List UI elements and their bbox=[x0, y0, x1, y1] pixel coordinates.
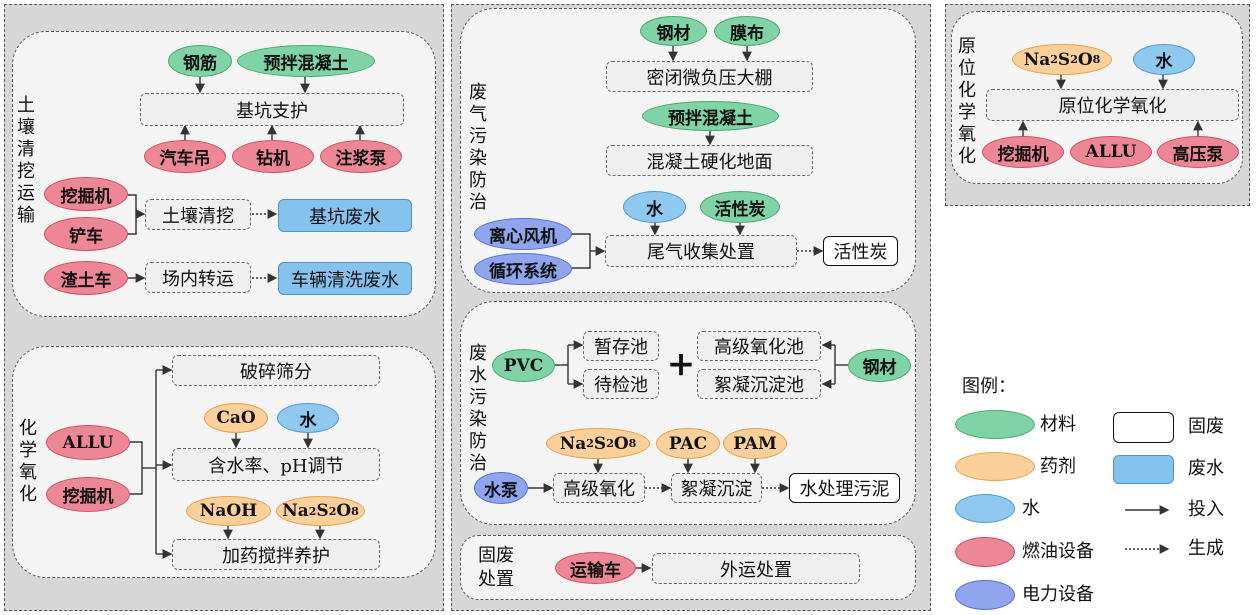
inspection-pool-box: 待检池 bbox=[583, 369, 659, 399]
formula-sub: 2 bbox=[308, 504, 317, 518]
flocculation-pool-box: 絮凝沉淀池 bbox=[697, 369, 821, 399]
formula-na: Na bbox=[282, 501, 309, 521]
formula-sub: 2 bbox=[1070, 53, 1078, 66]
equip-transport-truck: 运输车 bbox=[555, 552, 636, 584]
reagent-pam: PAM bbox=[723, 428, 787, 459]
equip-high-pressure-pump: 高压泵 bbox=[1157, 136, 1239, 168]
material-pvc: PVC bbox=[492, 349, 555, 382]
formula-s: S bbox=[316, 501, 329, 521]
legend-title: 图例： bbox=[962, 376, 1016, 397]
equip-loader: 铲车 bbox=[44, 217, 128, 251]
pit-wastewater-box: 基坑废水 bbox=[278, 199, 412, 232]
equip-excavator: 挖掘机 bbox=[44, 177, 128, 211]
water-pill-insitu: 水 bbox=[1133, 44, 1195, 75]
legend-reagent-label: 药剂 bbox=[1040, 456, 1076, 477]
wastewater-title: 废水污染防治 bbox=[469, 343, 487, 474]
formula-na: Na bbox=[559, 433, 587, 454]
negative-pressure-shed-box: 密闭微负压大棚 bbox=[606, 61, 813, 92]
formula-sub: 2 bbox=[328, 504, 337, 518]
legend-water-label: 水 bbox=[1022, 498, 1040, 519]
solid-title: 固废处置 bbox=[478, 544, 518, 592]
formula-sub: 8 bbox=[628, 437, 637, 450]
chem-title: 化学氧化 bbox=[19, 418, 37, 505]
legend-material-swatch bbox=[955, 410, 1035, 439]
offsite-disposal-box: 外运处置 bbox=[652, 553, 860, 584]
reagent-pac: PAC bbox=[656, 428, 720, 459]
temp-storage-pool-box: 暂存池 bbox=[583, 331, 659, 361]
moisture-ph-box: 含水率、pH调节 bbox=[172, 448, 380, 481]
material-steel: 钢材 bbox=[640, 16, 707, 46]
equip-drill: 钻机 bbox=[232, 140, 314, 173]
legend-solid-label: 固废 bbox=[1188, 416, 1224, 437]
legend-electric-label: 电力设备 bbox=[1022, 584, 1094, 605]
pit-support-box: 基坑支护 bbox=[140, 93, 404, 126]
equip-centrifugal-fan: 离心风机 bbox=[474, 218, 572, 250]
equip-water-pump: 水泵 bbox=[474, 472, 528, 504]
material-steel-2: 钢材 bbox=[848, 349, 911, 382]
formula-o: O bbox=[1077, 49, 1093, 70]
solid-title-text: 固废处置 bbox=[478, 545, 514, 590]
legend-solid-swatch bbox=[1113, 412, 1174, 443]
legend-electric-swatch bbox=[955, 580, 1015, 610]
legend-generate-label: 生成 bbox=[1188, 538, 1224, 559]
formula-s: S bbox=[593, 433, 607, 454]
formula-sub: 8 bbox=[1092, 53, 1101, 66]
advanced-oxidation-box: 高级氧化 bbox=[553, 473, 645, 503]
sludge-box: 水处理污泥 bbox=[789, 473, 900, 503]
crush-screen-box: 破碎筛分 bbox=[172, 355, 380, 386]
soil-title: 土壤清挖运输 bbox=[17, 95, 35, 226]
dosing-curing-box: 加药搅拌养护 bbox=[172, 539, 380, 570]
plus-sign: + bbox=[666, 344, 696, 384]
insitu-oxidation-box: 原位化学氧化 bbox=[986, 89, 1239, 121]
formula-o: O bbox=[336, 501, 352, 521]
gas-title: 废气污染防治 bbox=[469, 82, 487, 213]
material-membrane: 膜布 bbox=[714, 16, 780, 46]
legend-water-swatch bbox=[955, 494, 1015, 523]
exhaust-treatment-box: 尾气收集处置 bbox=[605, 235, 797, 267]
material-activated-carbon: 活性炭 bbox=[700, 191, 780, 223]
soil-excavation-box: 土壤清挖 bbox=[145, 199, 251, 230]
legend-fuel-swatch bbox=[955, 537, 1015, 567]
advanced-oxidation-pool-box: 高级氧化池 bbox=[697, 331, 821, 361]
formula-o: O bbox=[613, 433, 629, 454]
spent-carbon-box: 活性炭 bbox=[823, 236, 898, 266]
legend-material-label: 材料 bbox=[1040, 414, 1076, 435]
reagent-naoh: NaOH bbox=[186, 496, 271, 526]
equip-truck-crane: 汽车吊 bbox=[144, 140, 226, 173]
formula-na: Na bbox=[1023, 49, 1051, 70]
material-premix-concrete-2: 预拌混凝土 bbox=[642, 101, 779, 131]
insitu-title: 原位化学氧化 bbox=[958, 36, 976, 167]
formula-s: S bbox=[1057, 49, 1071, 70]
legend-wastewater-swatch bbox=[1113, 455, 1174, 484]
formula-sub: 2 bbox=[1050, 53, 1058, 66]
material-steel-bar: 钢筋 bbox=[168, 45, 232, 77]
legend-fuel-label: 燃油设备 bbox=[1022, 541, 1094, 562]
flocculation-box: 絮凝沉淀 bbox=[671, 473, 762, 503]
legend-input-label: 投入 bbox=[1188, 499, 1224, 520]
equip-allu: ALLU bbox=[46, 425, 130, 460]
vehicle-wash-wastewater-box: 车辆清洗废水 bbox=[278, 262, 412, 295]
equip-excavator-3: 挖掘机 bbox=[982, 136, 1064, 168]
legend-wastewater-label: 废水 bbox=[1188, 458, 1224, 479]
hardened-ground-box: 混凝土硬化地面 bbox=[606, 145, 813, 176]
legend-reagent-swatch bbox=[955, 452, 1035, 481]
water-pill-chem: 水 bbox=[277, 403, 339, 433]
reagent-cao: CaO bbox=[204, 403, 268, 433]
formula-sub: 2 bbox=[606, 437, 614, 450]
formula-sub: 2 bbox=[586, 437, 594, 450]
formula-sub: 8 bbox=[351, 504, 359, 518]
water-pill-gas: 水 bbox=[623, 191, 686, 223]
material-premix-concrete: 预拌混凝土 bbox=[237, 45, 375, 77]
equip-excavator-2: 挖掘机 bbox=[46, 477, 130, 512]
equip-dump-truck: 渣土车 bbox=[44, 261, 128, 295]
onsite-transfer-box: 场内转运 bbox=[145, 262, 251, 293]
equip-allu-2: ALLU bbox=[1070, 136, 1152, 168]
equip-grout-pump: 注浆泵 bbox=[320, 140, 402, 173]
equip-circulation-system: 循环系统 bbox=[474, 253, 572, 285]
